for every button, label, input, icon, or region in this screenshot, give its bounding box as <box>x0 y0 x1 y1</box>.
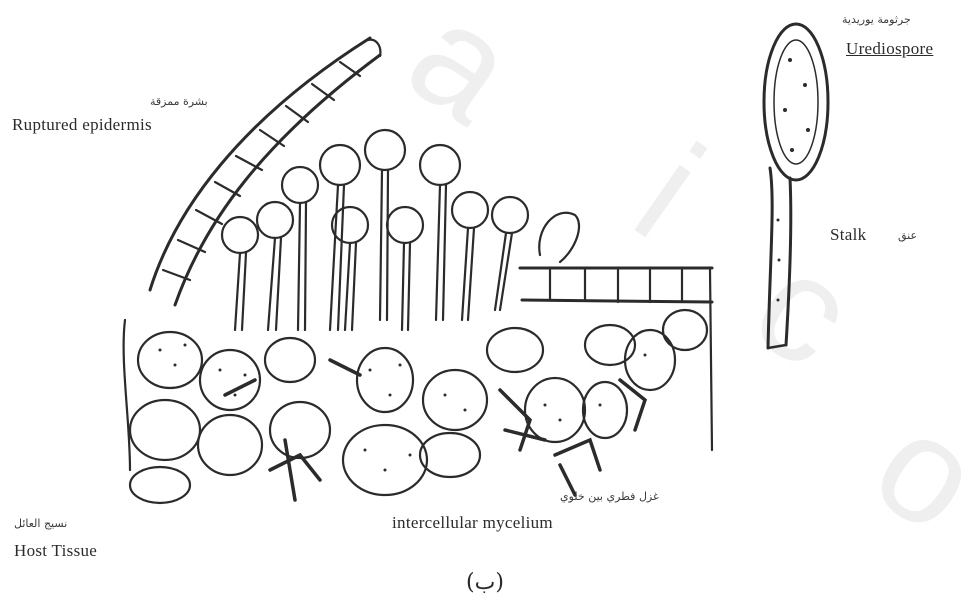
stalk-label: Stalk <box>830 226 866 243</box>
stalk-label-ar: عنق <box>898 230 917 241</box>
svg-text:a: a <box>381 0 546 154</box>
mycelium-label-ar: غزل فطري بين خلوي <box>560 491 659 502</box>
watermark: a i c o <box>381 0 962 564</box>
svg-text:i: i <box>608 113 732 270</box>
epidermis-label-ar: بشرة ممزقة <box>150 96 208 107</box>
epidermis-label: Ruptured epidermis <box>12 116 152 133</box>
host-cells <box>124 270 712 503</box>
host-tissue-label: Host Tissue <box>14 542 97 559</box>
urediospore-label: Urediospore <box>846 40 933 57</box>
urediospore-label-ar: جرثومة يوريدية <box>842 14 911 25</box>
host-tissue-label-ar: نسيج العائل <box>14 518 67 529</box>
figure-letter: (ب) <box>466 572 504 594</box>
svg-text:o: o <box>846 378 962 563</box>
urediospores <box>222 130 528 330</box>
svg-text:c: c <box>726 218 884 399</box>
mycelium-label: intercellular mycelium <box>392 514 553 531</box>
